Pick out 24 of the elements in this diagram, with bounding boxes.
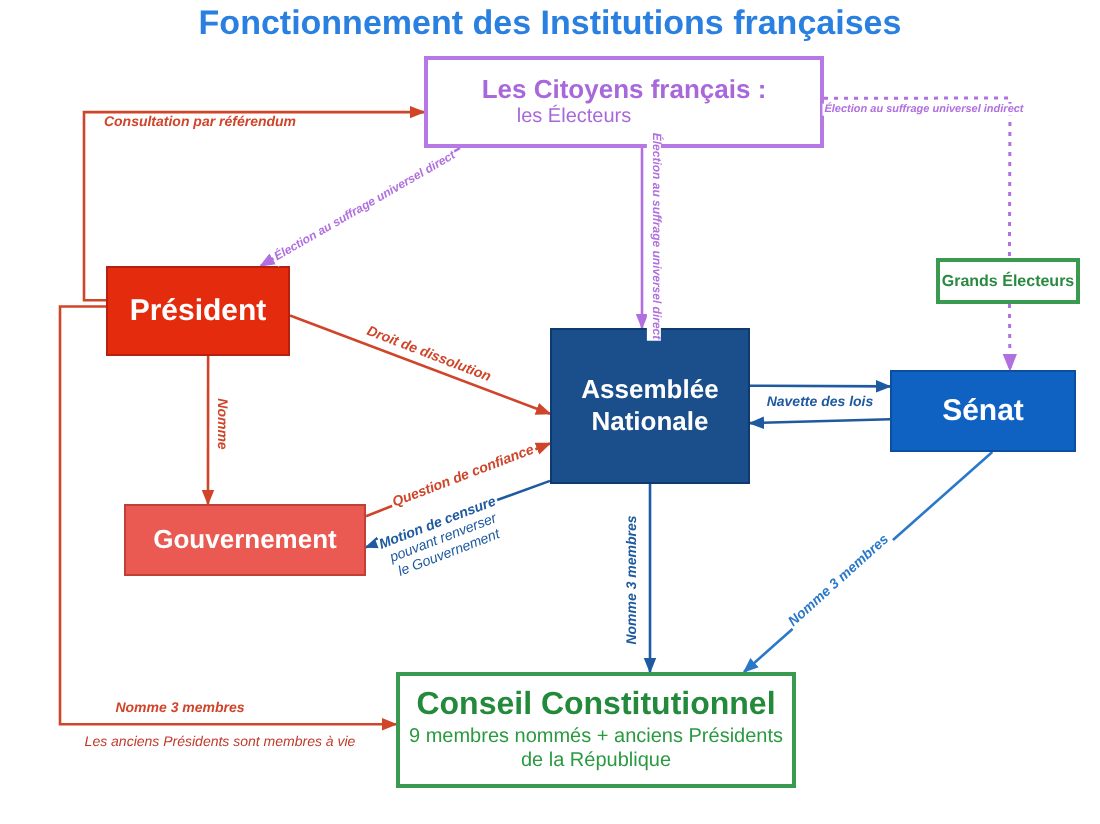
- arrow: [748, 416, 891, 429]
- government-box: [124, 504, 366, 576]
- senate-box: [890, 370, 1076, 452]
- node-title: Gouvernement: [153, 524, 337, 556]
- arrow: [201, 356, 215, 506]
- president-box: [106, 266, 290, 356]
- arrow: [1002, 304, 1018, 372]
- node-title: Sénat: [942, 393, 1024, 429]
- arrow: [643, 484, 657, 674]
- node-subtitle: les Électeurs: [516, 105, 632, 130]
- node-title: Grands Électeurs: [941, 271, 1075, 291]
- node-title: Conseil Constitutionnel: [416, 686, 776, 726]
- electors-box: [936, 258, 1080, 304]
- arrow: [82, 105, 426, 302]
- arrow: [289, 314, 552, 415]
- node-subtitle: 9 membres nommés + anciens Présidents de la République: [406, 725, 786, 774]
- node-title: Les Citoyens français :: [481, 74, 767, 105]
- arrow: [750, 380, 892, 393]
- arrow: [58, 305, 398, 731]
- node-title: Assemblée Nationale: [579, 374, 721, 438]
- node-title: Président: [129, 293, 267, 329]
- arrow: [635, 148, 649, 330]
- diagram-title: Fonctionnement des Institutions françaises: [196, 4, 904, 44]
- council-box: [396, 672, 796, 788]
